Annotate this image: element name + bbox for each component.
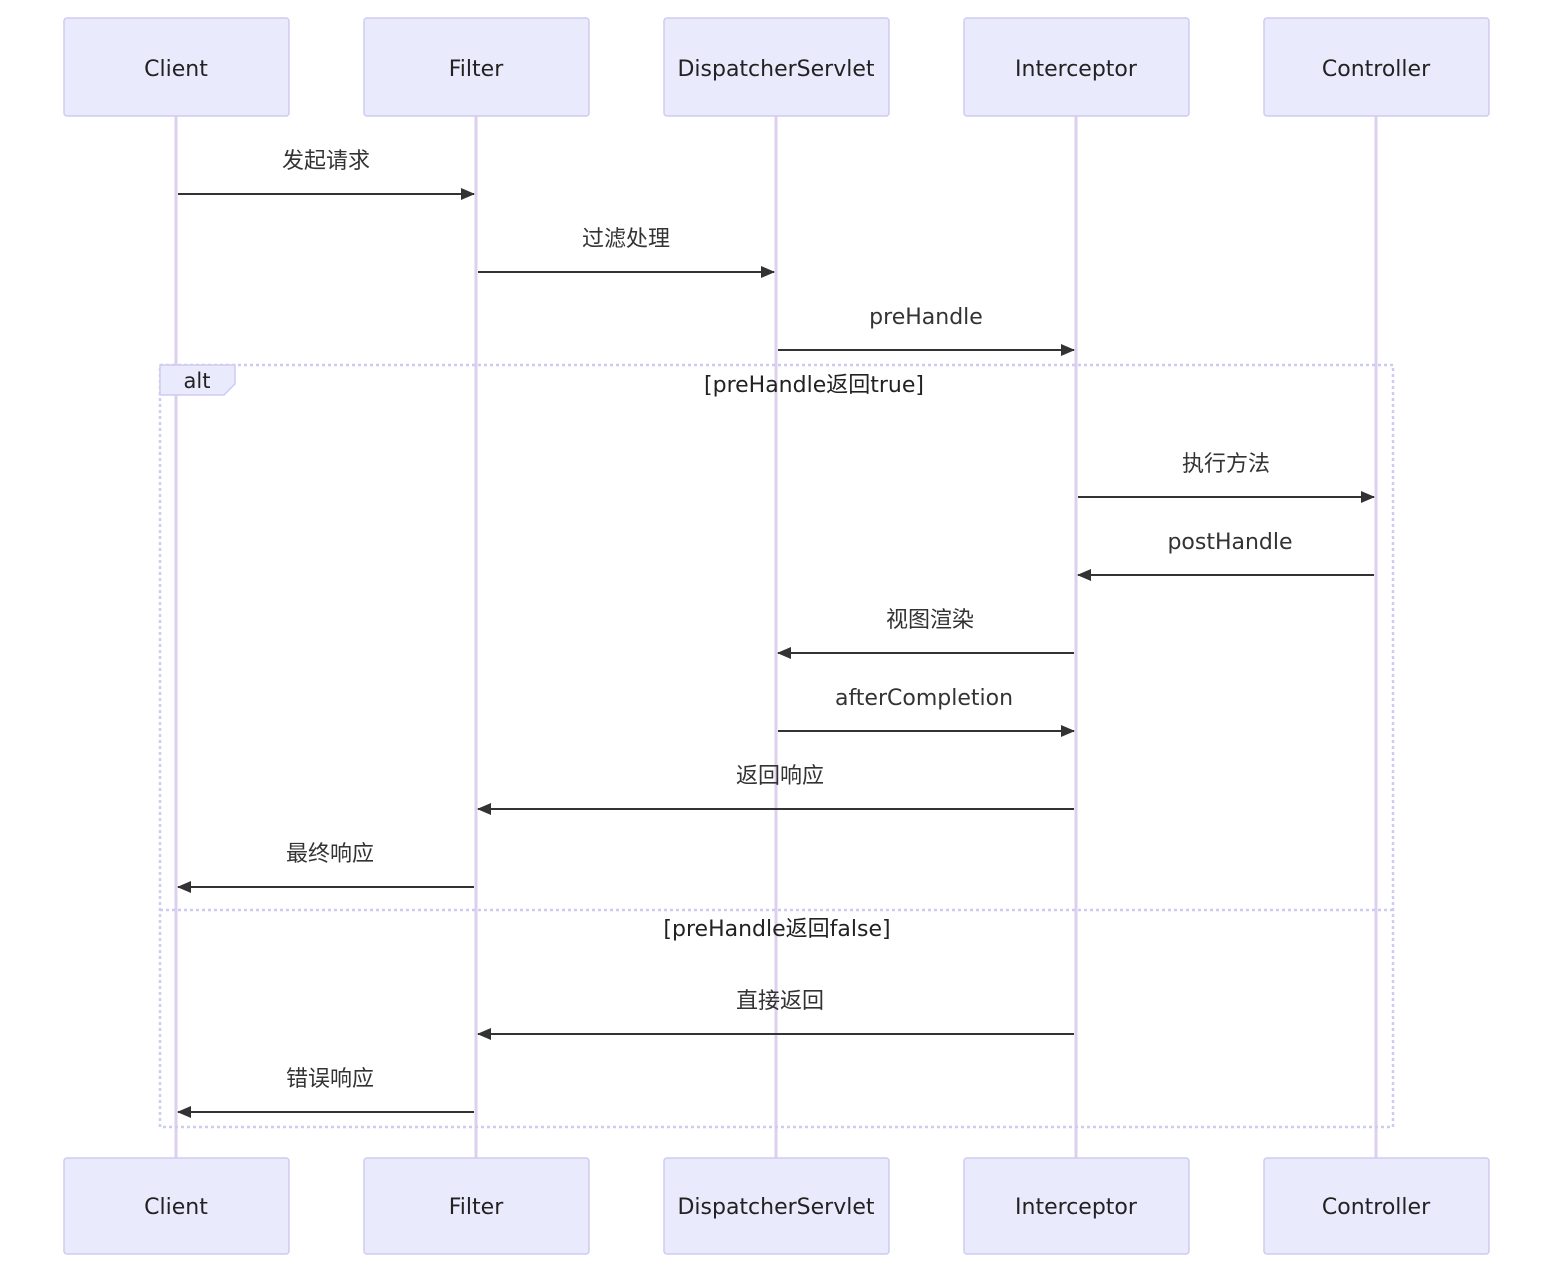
- participant-label: Filter: [449, 57, 504, 82]
- alt-tag-label: alt: [184, 369, 211, 393]
- alt-tag-box: [159, 364, 236, 396]
- message-label: afterCompletion: [835, 686, 1013, 711]
- lifelines: [174, 116, 1378, 1158]
- message-9: 最终响应: [177, 842, 474, 893]
- alt-frame-border: [158, 363, 1395, 1129]
- message-10: 直接返回: [477, 989, 1074, 1040]
- participant-client-top: Client: [63, 17, 290, 117]
- message-5: postHandle: [1077, 530, 1374, 581]
- participant-label: Client: [144, 57, 208, 82]
- participant-label: Client: [144, 1195, 208, 1220]
- participant-client-bottom: Client: [63, 1157, 290, 1255]
- message-label: 视图渲染: [886, 608, 974, 633]
- message-label: 返回响应: [736, 764, 824, 789]
- message-label: 错误响应: [286, 1067, 374, 1092]
- message-4: 执行方法: [1078, 452, 1375, 503]
- participant-controller-top: Controller: [1263, 17, 1490, 117]
- participant-label: DispatcherServlet: [677, 1195, 874, 1220]
- participant-interceptor-bottom: Interceptor: [963, 1157, 1190, 1255]
- participant-label: DispatcherServlet: [677, 57, 874, 82]
- message-6: 视图渲染: [777, 608, 1074, 659]
- participant-label: Interceptor: [1015, 57, 1138, 82]
- participant-controller-bottom: Controller: [1263, 1157, 1490, 1255]
- message-1: 发起请求: [178, 149, 475, 200]
- participant-dispatcher-top: DispatcherServlet: [663, 17, 890, 117]
- message-label: 过滤处理: [582, 227, 670, 252]
- message-3: preHandle: [778, 305, 1075, 356]
- message-label: postHandle: [1167, 530, 1292, 555]
- message-label: preHandle: [869, 305, 983, 330]
- participant-interceptor-top: Interceptor: [963, 17, 1190, 117]
- message-2: 过滤处理: [478, 227, 775, 278]
- alt-condition-true: [preHandle返回true]: [704, 373, 924, 398]
- participant-label: Interceptor: [1015, 1195, 1138, 1220]
- alt-condition-false: [preHandle返回false]: [663, 917, 890, 942]
- participant-filter-top: Filter: [363, 17, 590, 117]
- message-label: 发起请求: [282, 149, 370, 174]
- participant-dispatcher-bottom: DispatcherServlet: [663, 1157, 890, 1255]
- message-8: 返回响应: [477, 764, 1074, 815]
- alt-frame: alt [preHandle返回true] [preHandle返回false]: [158, 363, 1395, 1129]
- message-label: 执行方法: [1182, 452, 1270, 477]
- message-11: 错误响应: [177, 1067, 474, 1118]
- participant-filter-bottom: Filter: [363, 1157, 590, 1255]
- message-label: 直接返回: [736, 989, 824, 1014]
- message-7: afterCompletion: [778, 686, 1075, 737]
- participant-label: Controller: [1322, 1195, 1431, 1220]
- message-label: 最终响应: [286, 842, 374, 867]
- participant-label: Filter: [449, 1195, 504, 1220]
- participant-label: Controller: [1322, 57, 1431, 82]
